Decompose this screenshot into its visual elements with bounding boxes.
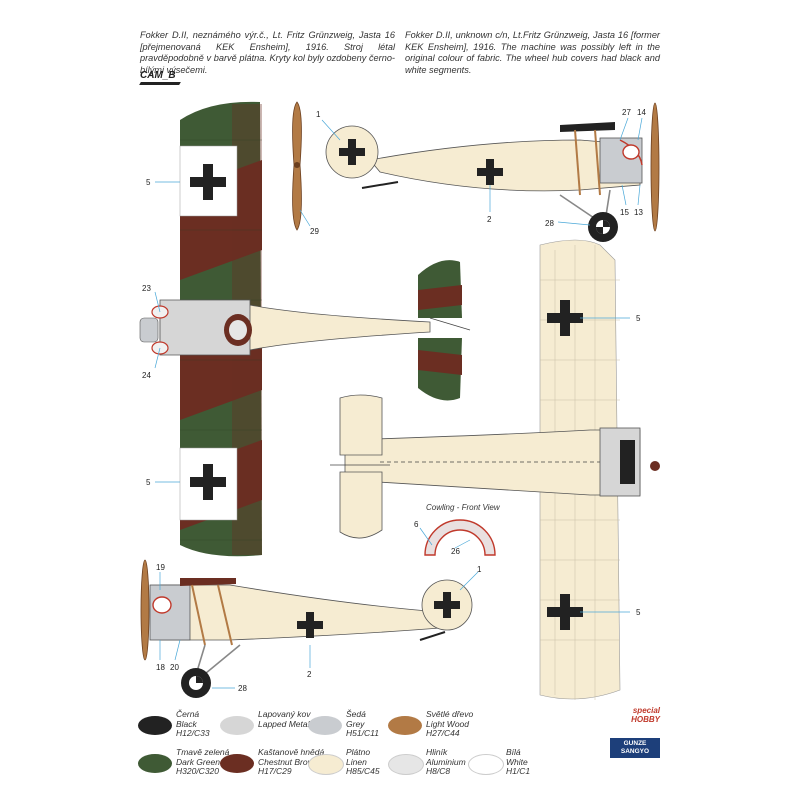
- legend-cz: Lapovaný kov: [258, 709, 311, 719]
- callout-24: 24: [142, 371, 151, 380]
- callout-5-wing-bottom: 5: [146, 478, 151, 487]
- callout-28-bottom: 28: [238, 684, 247, 693]
- legend-en: Linen: [346, 756, 367, 767]
- legend-cz: Plátno: [346, 747, 371, 757]
- legend-cz: Kaštanově hnědá: [258, 747, 325, 757]
- legend-code: H85/C45: [346, 766, 380, 777]
- bottom-view: [330, 239, 660, 700]
- callout-1-top: 1: [316, 110, 321, 119]
- callout-leaders: [154, 117, 643, 689]
- callout-13: 13: [634, 208, 643, 217]
- legend-swatch: [138, 716, 172, 735]
- legend-cz: Hliník: [426, 747, 448, 757]
- legend-code: H27/C44: [426, 728, 460, 739]
- legend-en: Chestnut Brown: [258, 756, 319, 767]
- callout-28-top: 28: [545, 219, 554, 228]
- legend-code: H51/C11: [346, 728, 379, 739]
- callout-5-wing-top: 5: [146, 178, 151, 187]
- legend-swatch: [388, 754, 424, 775]
- callout-20: 20: [170, 663, 179, 672]
- callout-18: 18: [156, 663, 165, 672]
- legend-cz: Tmavě zelená: [176, 747, 230, 757]
- side-view-left: [140, 559, 473, 698]
- callout-1-bottom: 1: [477, 565, 482, 574]
- legend-en: White: [506, 756, 528, 767]
- gunze-sangyo-logo: GUNZE SANGYO: [610, 738, 660, 758]
- caption-czech: Fokker D.II, neznámého výr.č., Lt. Fritz…: [140, 30, 395, 75]
- legend-swatch: [468, 754, 504, 775]
- legend-swatch: [138, 754, 172, 773]
- callout-14: 14: [637, 108, 646, 117]
- legend-en: Aluminium: [426, 756, 466, 767]
- legend-swatch: [220, 754, 254, 773]
- callout-6: 6: [414, 520, 419, 529]
- legend-code: H320/C320: [176, 766, 220, 777]
- legend-en: Lapped Metal: [258, 718, 310, 729]
- cowling-front-view: Cowling - Front View: [424, 503, 501, 556]
- callout-27: 27: [622, 108, 631, 117]
- legend-code: H17/C29: [258, 766, 292, 777]
- callout-15: 15: [620, 208, 629, 217]
- legend-en: Black: [176, 718, 197, 729]
- brand-logos: special HOBBY GUNZE SANGYO: [610, 706, 660, 758]
- legend-en: Dark Green: [176, 756, 220, 767]
- legend-code: H1/C1: [506, 766, 531, 777]
- legend-swatch: [308, 716, 342, 735]
- propeller: [292, 101, 302, 231]
- legend-cz: Bílá: [506, 747, 521, 757]
- callout-29: 29: [310, 227, 319, 236]
- camo-scheme-label: CAM_B: [140, 70, 176, 81]
- legend-code: H12/C33: [176, 728, 210, 739]
- callout-numbers: 1 2 27 14 15 13 28 29 5 5 23 24 5 5 6 26…: [142, 108, 646, 693]
- callout-5-under-bottom: 5: [636, 608, 641, 617]
- legend-swatch: [388, 716, 422, 735]
- legend-code: H8/C8: [426, 766, 451, 777]
- fuselage-bottom: [344, 429, 641, 496]
- cowling-title: Cowling - Front View: [426, 503, 501, 512]
- callout-23: 23: [142, 284, 151, 293]
- legend-swatch: [220, 716, 254, 735]
- legend-cz: Světlé dřevo: [426, 709, 474, 719]
- legend-swatch: [308, 754, 344, 775]
- caption-english: Fokker D.II, unknown c/n, Lt.Fritz Grünz…: [405, 30, 660, 75]
- callout-2-bottom: 2: [307, 670, 312, 679]
- callout-5-under-top: 5: [636, 314, 641, 323]
- legend-cz: Šedá: [346, 709, 366, 719]
- legend-cz: Černá: [176, 709, 200, 719]
- side-view-right: [325, 102, 660, 242]
- top-view: [139, 101, 471, 557]
- legend-en: Light Wood: [426, 718, 469, 729]
- callout-2-top: 2: [487, 215, 492, 224]
- special-hobby-logo: special HOBBY: [631, 706, 660, 724]
- legend-en: Grey: [346, 718, 365, 729]
- callout-19: 19: [156, 563, 165, 572]
- callout-26: 26: [451, 547, 460, 556]
